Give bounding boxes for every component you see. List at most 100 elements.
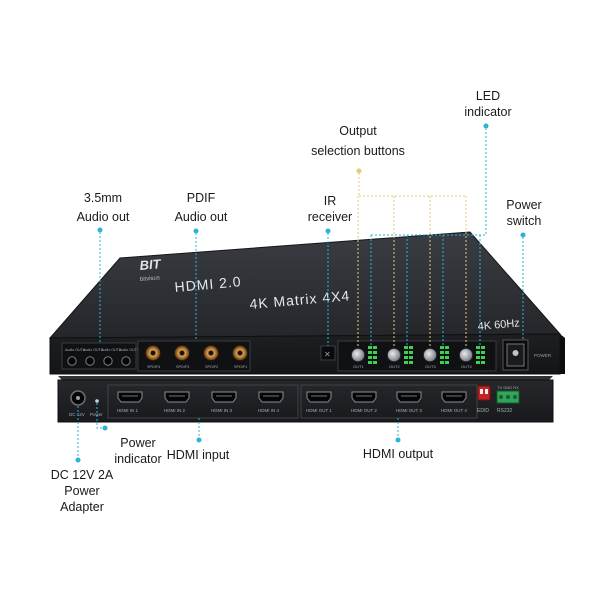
audio-jack-label: Audio OUT3	[83, 348, 103, 352]
led-light	[476, 346, 480, 349]
led-column-1	[368, 346, 377, 364]
callout-pdif-line1: PDIF	[186, 191, 216, 205]
led-column-2	[404, 346, 413, 364]
hdmi-in-port-2[interactable]: HDMI IN 2	[164, 391, 190, 413]
power-switch-label: POWER	[534, 353, 552, 358]
svg-text:BIT: BIT	[139, 256, 162, 273]
led-light	[409, 346, 413, 349]
callout-hdmi-output-text: HDMI output	[362, 447, 434, 461]
callout-audio-line2: Audio out	[76, 210, 130, 224]
output-button-label: OUT3	[425, 364, 436, 369]
led-light	[409, 361, 413, 364]
led-light	[373, 351, 377, 354]
led-light	[409, 356, 413, 359]
hdmi-out-port-label: HDMI OUT 3	[396, 408, 422, 413]
hdmi-out-port-4[interactable]: HDMI OUT 4	[441, 391, 467, 413]
callout-adapter-line2: Power	[64, 484, 100, 498]
led-light	[445, 361, 449, 364]
audio-jack-label: Audio OUT1	[119, 348, 139, 352]
hdmi-out-port-label: HDMI OUT 1	[306, 408, 332, 413]
hdmi-in-port-1[interactable]: HDMI IN 1	[117, 391, 143, 413]
led-light	[409, 351, 413, 354]
brand-name: bitvisus	[140, 275, 160, 283]
led-light	[368, 346, 372, 349]
led-light	[481, 356, 485, 359]
hdmi-in-port-label: HDMI IN 2	[164, 408, 185, 413]
hdmi-out-group	[300, 384, 478, 419]
audio-jack-2[interactable]: Audio OUT2	[101, 348, 121, 366]
matrix-front-unit: BIT bitvisus HDMI 2.0 4K Matrix 4X4 4K 6…	[48, 231, 565, 375]
output-selection-panel: OUT1 OUT2 OUT3 OUT4	[337, 340, 497, 372]
callout-power-indicator: Power indicator	[108, 435, 168, 467]
callout-pdif-out: PDIF Audio out	[166, 190, 236, 225]
led-light	[445, 356, 449, 359]
led-light	[481, 346, 485, 349]
led-light	[440, 356, 444, 359]
dc-label: DC 12V	[69, 412, 85, 417]
hdmi-in-port-4[interactable]: HDMI IN 4	[258, 391, 284, 413]
callout-power-adapter: DC 12V 2A Power Adapter	[44, 467, 120, 515]
audio-jack-1[interactable]: Audio OUT1	[119, 348, 139, 366]
rs232-terminal[interactable]: TX GND RX RS232	[496, 385, 520, 414]
callout-audio-out: 3.5mm Audio out	[68, 190, 138, 225]
led-light	[445, 346, 449, 349]
callout-led-line1: LED	[475, 89, 501, 103]
audio-jack-4[interactable]: Audio OUT4	[65, 348, 85, 366]
callout-ir-receiver: IR receiver	[300, 193, 360, 225]
led-light	[404, 351, 408, 354]
spdif-port-2[interactable]: SPDIF2	[203, 345, 219, 370]
hdmi-in-port-3[interactable]: HDMI IN 3	[211, 391, 237, 413]
led-light	[404, 356, 408, 359]
callout-pwrind-line1: Power	[120, 436, 156, 450]
output-button-2[interactable]: OUT2	[387, 348, 401, 370]
callout-power-switch: Power switch	[494, 197, 554, 229]
rs232-label: RS232	[497, 408, 513, 414]
led-light	[440, 361, 444, 364]
resolution-tag: 4K 60Hz	[477, 317, 520, 333]
callout-hdmi-input: HDMI input	[158, 447, 238, 463]
dc-power-jack[interactable]: DC 12V	[69, 390, 86, 417]
led-light	[440, 346, 444, 349]
output-button-label: OUT2	[389, 364, 400, 369]
rs232-pins: TX GND RX	[497, 385, 519, 390]
hdmi-out-port-1[interactable]: HDMI OUT 1	[306, 391, 332, 413]
callout-audio-line1: 3.5mm	[83, 191, 123, 205]
spdif-port-3[interactable]: SPDIF3	[174, 345, 190, 370]
hdmi-in-port-label: HDMI IN 3	[211, 408, 232, 413]
callout-lines	[75, 123, 526, 463]
hdmi-out-port-3[interactable]: HDMI OUT 3	[396, 391, 422, 413]
output-button-3[interactable]: OUT3	[423, 348, 437, 370]
spdif-port-4[interactable]: SPDIF4	[145, 345, 161, 370]
edid-dip-switch[interactable]: EDID	[477, 385, 491, 414]
led-column-3	[440, 346, 449, 364]
callout-pdif-line2: Audio out	[174, 210, 228, 224]
svg-text:✕: ✕	[324, 350, 331, 359]
led-light	[368, 351, 372, 354]
hdmi-in-port-label: HDMI IN 1	[117, 408, 138, 413]
output-button-4[interactable]: OUT4	[459, 348, 473, 370]
audio-jack-3[interactable]: Audio OUT3	[83, 348, 103, 366]
led-light	[368, 361, 372, 364]
model-line1: HDMI 2.0	[174, 273, 242, 295]
led-light	[368, 356, 372, 359]
power-led	[95, 399, 99, 403]
callout-output-line2: selection buttons	[311, 144, 405, 158]
output-button-1[interactable]: OUT1	[351, 348, 365, 370]
output-button-label: OUT1	[353, 364, 364, 369]
led-light	[476, 356, 480, 359]
callout-switch-line1: Power	[506, 198, 542, 212]
power-switch[interactable]: POWER	[502, 339, 552, 371]
spdif-port-1[interactable]: SPDIF1	[232, 345, 248, 370]
hdmi-out-port-label: HDMI OUT 4	[441, 408, 467, 413]
output-button-label: OUT4	[461, 364, 472, 369]
spdif-label: SPDIF2	[205, 365, 218, 369]
hdmi-out-port-2[interactable]: HDMI OUT 2	[351, 391, 377, 413]
led-light	[440, 351, 444, 354]
spdif-label: SPDIF4	[147, 365, 160, 369]
hdmi-in-group	[107, 384, 299, 419]
led-light	[373, 346, 377, 349]
